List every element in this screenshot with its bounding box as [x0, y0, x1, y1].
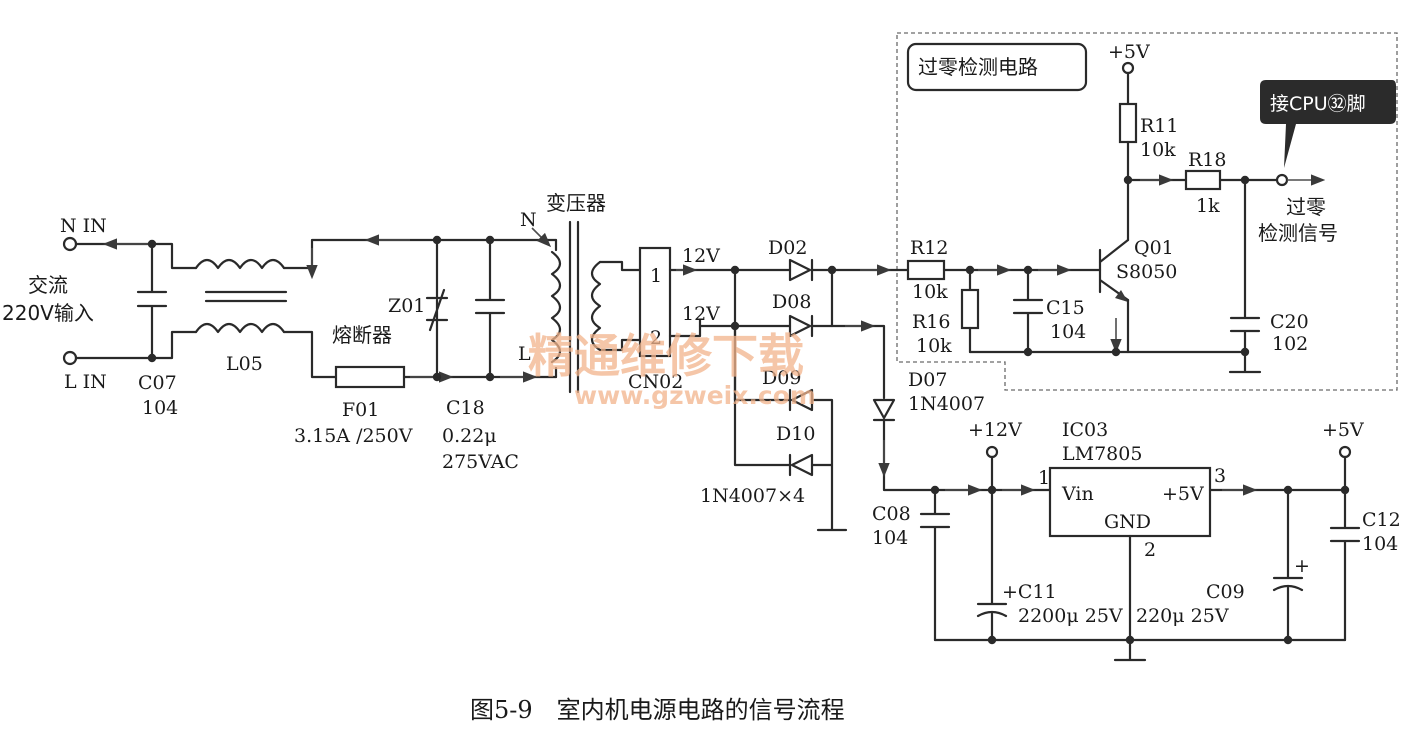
transformer-n-label: N	[520, 209, 537, 231]
z01-label: Z01	[388, 295, 425, 317]
c08-label: C08	[872, 503, 911, 525]
d02-diode	[788, 258, 814, 282]
rectifier-bridge	[676, 258, 937, 532]
plus12v-label: +12V	[968, 419, 1022, 441]
input-stage	[62, 234, 558, 389]
c20-value: 102	[1272, 333, 1308, 355]
c20-label: C20	[1270, 311, 1309, 333]
c09-label: C09	[1206, 581, 1245, 603]
d07-diode	[872, 398, 896, 422]
cn02-pin1: 1	[650, 265, 662, 287]
r18-value: 1k	[1196, 195, 1220, 217]
f01-fuse	[334, 365, 406, 389]
r11-value: 10k	[1140, 139, 1176, 161]
n-terminal	[62, 236, 78, 252]
zero-cross-signal-1: 过零	[1286, 195, 1326, 219]
r11-label: R11	[1140, 115, 1178, 137]
c18-value-2: 275VAC	[442, 451, 519, 473]
c09-plus: +	[1294, 555, 1310, 577]
c11-value: 2200μ 25V	[1018, 605, 1123, 627]
r16-value: 10k	[916, 335, 952, 357]
cn02-label: CN02	[628, 371, 683, 393]
l05-coil-bottom	[194, 322, 286, 334]
transformer-label: 变压器	[546, 191, 606, 215]
fuse-label: 熔断器	[332, 323, 392, 347]
c15-label: C15	[1046, 297, 1085, 319]
ic-pin2: 2	[1144, 539, 1156, 561]
cn02-connector	[638, 246, 672, 358]
bridge-diodes-label: 1N4007×4	[700, 485, 805, 507]
c15-value: 104	[1050, 321, 1086, 343]
v12-bottom: 12V	[682, 303, 720, 325]
d10-diode	[788, 453, 814, 477]
c07-value: 104	[142, 397, 178, 419]
ic-gnd-label: GND	[1104, 511, 1151, 533]
l05-label: L05	[226, 353, 263, 375]
r12-label: R12	[910, 237, 948, 259]
d08-label: D08	[772, 291, 811, 313]
zero-cross-stage	[906, 42, 1396, 374]
plus5v-top-label: +5V	[1108, 41, 1150, 63]
f01-label: F01	[342, 399, 379, 421]
n-in-label: N IN	[60, 215, 107, 237]
d07-value: 1N4007	[908, 393, 985, 415]
ic03-regulator	[1048, 466, 1212, 538]
zero-cross-signal-2: 检测信号	[1258, 221, 1338, 245]
r16-label: R16	[912, 311, 950, 333]
r18-resistor	[1184, 169, 1222, 191]
q01-label: Q01	[1134, 237, 1174, 259]
c18-label: C18	[446, 397, 485, 419]
c11-label: +C11	[1002, 581, 1057, 603]
transformer	[531, 220, 737, 394]
zero-cross-region	[896, 32, 1398, 391]
transformer-l-label: L	[518, 343, 531, 365]
ac-input-label-1: 交流	[28, 273, 68, 297]
f01-value: 3.15A /250V	[294, 425, 413, 447]
d10-label: D10	[776, 423, 815, 445]
ic03-label: IC03	[1062, 419, 1108, 441]
r12-resistor	[906, 259, 946, 281]
ac-input-label-2: 220V输入	[2, 301, 94, 325]
c12-value: 104	[1362, 533, 1398, 555]
zero-cross-title-box	[906, 42, 1088, 92]
watermark-logo: 精通维修下载	[528, 329, 804, 383]
watermark-url: www.gzweix.com	[574, 381, 816, 410]
cn02-pin2: 2	[650, 327, 662, 349]
c12-label: C12	[1362, 509, 1401, 531]
l05-coil-top	[194, 258, 286, 270]
ic-5v-label: +5V	[1162, 483, 1204, 505]
zero-cross-title: 过零检测电路	[918, 55, 1038, 79]
l-terminal	[62, 350, 78, 366]
d07-label: D07	[908, 369, 947, 391]
r12-value: 10k	[912, 281, 948, 303]
l-in-label: L IN	[64, 371, 107, 393]
q01-value: S8050	[1116, 261, 1177, 283]
plus5v-out-label: +5V	[1322, 419, 1364, 441]
cpu-callout-text: 接CPU㉜脚	[1270, 93, 1366, 115]
regulator-stage	[919, 445, 1361, 662]
ic-vin-label: Vin	[1061, 483, 1094, 505]
d09-label: D09	[762, 367, 801, 389]
c09-value: 220μ 25V	[1136, 605, 1229, 627]
c08-value: 104	[872, 527, 908, 549]
ic-pin1: 1	[1038, 467, 1050, 489]
r11-resistor	[1118, 102, 1138, 144]
ic-pin3: 3	[1214, 465, 1226, 487]
figure-caption: 图5-9 室内机电源电路的信号流程	[470, 696, 845, 724]
lm7805-label: LM7805	[1062, 443, 1142, 465]
r16-resistor	[960, 288, 980, 330]
cpu-callout-bubble	[1260, 80, 1396, 168]
c18-value-1: 0.22μ	[442, 425, 497, 447]
v12-top: 12V	[682, 245, 720, 267]
r18-label: R18	[1188, 149, 1226, 171]
c07-label: C07	[138, 372, 177, 394]
d02-label: D02	[768, 237, 807, 259]
